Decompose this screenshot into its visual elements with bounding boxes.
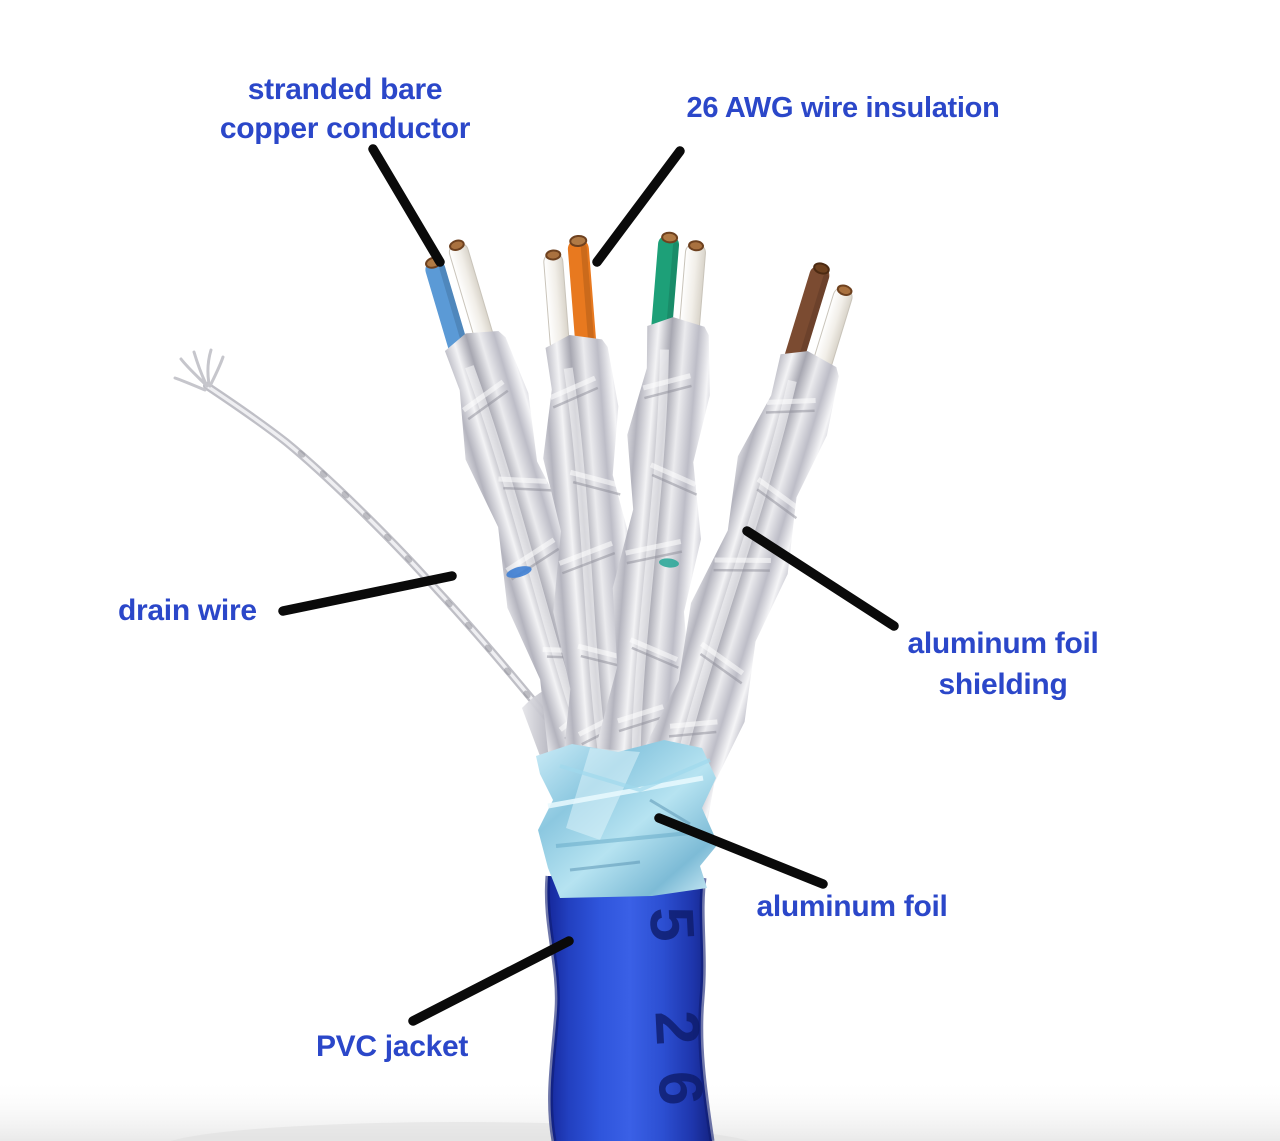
label-stranded-bare-copper-conductor: stranded bare copper conductor (219, 73, 471, 145)
wire-green (651, 235, 680, 338)
drain-wire (173, 348, 576, 752)
label-awg-wire-insulation: 26 AWG wire insulation (686, 92, 1000, 124)
copper-tip (449, 239, 465, 251)
wire-orange (567, 238, 597, 353)
label-aluminum-foil-shielding: aluminum foil shielding (907, 627, 1099, 701)
foil-band-blue (506, 566, 532, 578)
leader-drain-wire (278, 571, 457, 616)
pvc-jacket: 5 26 (544, 875, 717, 1141)
wire-brown (784, 265, 830, 367)
copper-tip (569, 234, 588, 247)
label-aluminum-foil: aluminum foil (756, 890, 948, 923)
wire-blue (425, 260, 469, 358)
leader-pvc-jacket (408, 936, 574, 1026)
copper-tip (545, 249, 562, 261)
twisted-pair-brown (631, 262, 853, 834)
leader-lines (278, 144, 899, 1026)
label-pvc-jacket: PVC jacket (315, 1030, 469, 1063)
leader-stranded-bare-copper (368, 144, 445, 267)
copper-tip (836, 284, 853, 296)
leader-foil-shielding (742, 526, 899, 631)
copper-tip (661, 231, 679, 244)
foil-band-teal (659, 558, 679, 568)
aluminum-foil-wrap (536, 740, 718, 898)
label-drain-wire: drain wire (118, 594, 257, 627)
copper-tip (688, 240, 705, 252)
leader-aluminum-foil (654, 813, 828, 889)
jacket-print: 5 26 (636, 905, 717, 1133)
leader-awg-insulation (592, 146, 685, 267)
copper-tip (813, 262, 830, 275)
